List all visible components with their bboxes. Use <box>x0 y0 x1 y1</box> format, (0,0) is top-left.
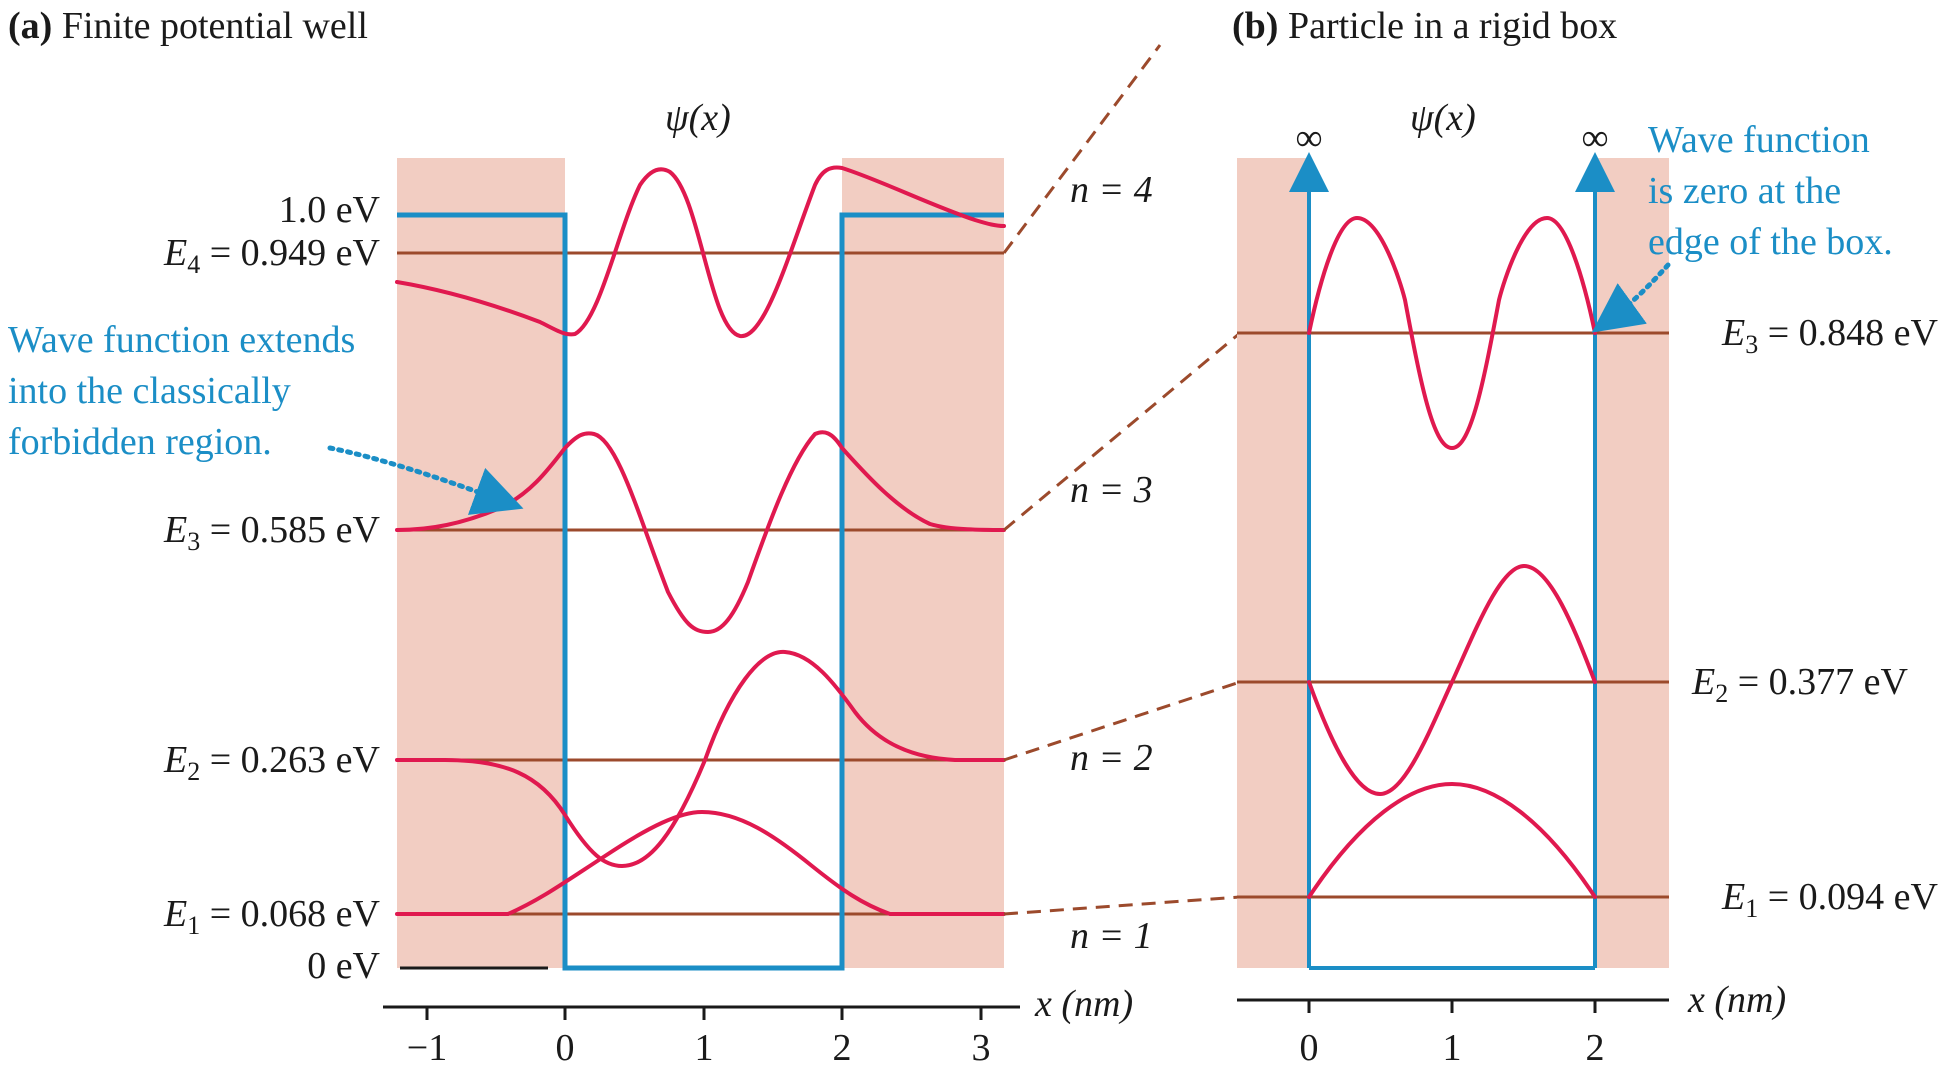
tick-label-a-4: 3 <box>972 1027 991 1069</box>
box-wavefunction-n1 <box>1307 781 1597 899</box>
n-label-1: n = 1 <box>1070 915 1153 957</box>
finite-well-outline <box>397 212 1004 971</box>
box-energy-label-e2: E2 = 0.377 eV <box>1691 661 1909 708</box>
tick-label-a-2: 1 <box>695 1027 714 1069</box>
psi-label-b: ψ(x) <box>1410 97 1476 139</box>
tick-label-a-3: 2 <box>833 1027 852 1069</box>
tick-label-a-0: −1 <box>407 1027 447 1069</box>
x-axis-label-b: x (nm) <box>1687 979 1786 1021</box>
box-wall-region-left <box>1237 158 1309 968</box>
annotation-zero-line1: Wave function <box>1648 119 1870 161</box>
tick-label-b-2: 2 <box>1586 1027 1605 1069</box>
panel-b-title: (b) Particle in a rigid box <box>1232 5 1617 47</box>
wavefunction-n3 <box>395 430 1006 635</box>
dashed-connector-n2 <box>1003 680 1241 762</box>
annotation-extends-line1: Wave function extends <box>8 319 355 361</box>
wavefunction-n2 <box>395 649 1006 869</box>
box-energy-label-e3: E3 = 0.848 eV <box>1721 312 1939 359</box>
dashed-connector-n4 <box>1002 44 1162 254</box>
infinity-left-label: ∞ <box>1295 117 1322 159</box>
panel-a: (a) Finite potential well ψ(x) <box>8 5 1241 1069</box>
well-bottom-label: 0 eV <box>307 945 380 987</box>
annotation-arrow-b <box>1591 262 1671 333</box>
tick-label-a-1: 0 <box>556 1027 575 1069</box>
box-wavefunction-n3 <box>1307 215 1597 451</box>
box-energy-label-e1: E1 = 0.094 eV <box>1721 876 1939 923</box>
energy-label-e3: E3 = 0.585 eV <box>163 509 381 556</box>
energy-label-e4: E4 = 0.949 eV <box>163 232 381 279</box>
n-label-4: n = 4 <box>1070 169 1153 211</box>
annotation-zero-line3: edge of the box. <box>1648 221 1893 263</box>
panel-b: (b) Particle in a rigid box ψ(x) ∞ ∞ E3 … <box>1232 5 1939 1069</box>
forbidden-region-right <box>842 158 1004 968</box>
box-wavefunction-n2 <box>1307 563 1597 797</box>
annotation-zero-line2: is zero at the <box>1648 170 1841 212</box>
x-axis-label-a: x (nm) <box>1034 983 1133 1025</box>
annotation-arrow-a <box>327 445 524 515</box>
panel-a-title: (a) Finite potential well <box>8 5 368 47</box>
n-label-3: n = 3 <box>1070 469 1153 511</box>
dashed-connector-n1 <box>1003 895 1241 916</box>
tick-label-b-0: 0 <box>1300 1027 1319 1069</box>
psi-label-a: ψ(x) <box>665 97 731 139</box>
wavefunction-n4 <box>395 165 1006 339</box>
tick-label-b-1: 1 <box>1443 1027 1462 1069</box>
annotation-extends-line2: into the classically <box>8 370 291 412</box>
energy-label-e2: E2 = 0.263 eV <box>163 739 381 786</box>
well-top-label: 1.0 eV <box>279 189 381 231</box>
infinity-right-label: ∞ <box>1581 117 1608 159</box>
energy-label-e1: E1 = 0.068 eV <box>163 893 381 940</box>
n-label-2: n = 2 <box>1070 737 1153 779</box>
wavefunction-n1 <box>395 809 1006 916</box>
forbidden-region-left <box>397 158 565 968</box>
annotation-extends-line3: forbidden region. <box>8 421 272 463</box>
dashed-connector-n3 <box>1003 331 1241 532</box>
